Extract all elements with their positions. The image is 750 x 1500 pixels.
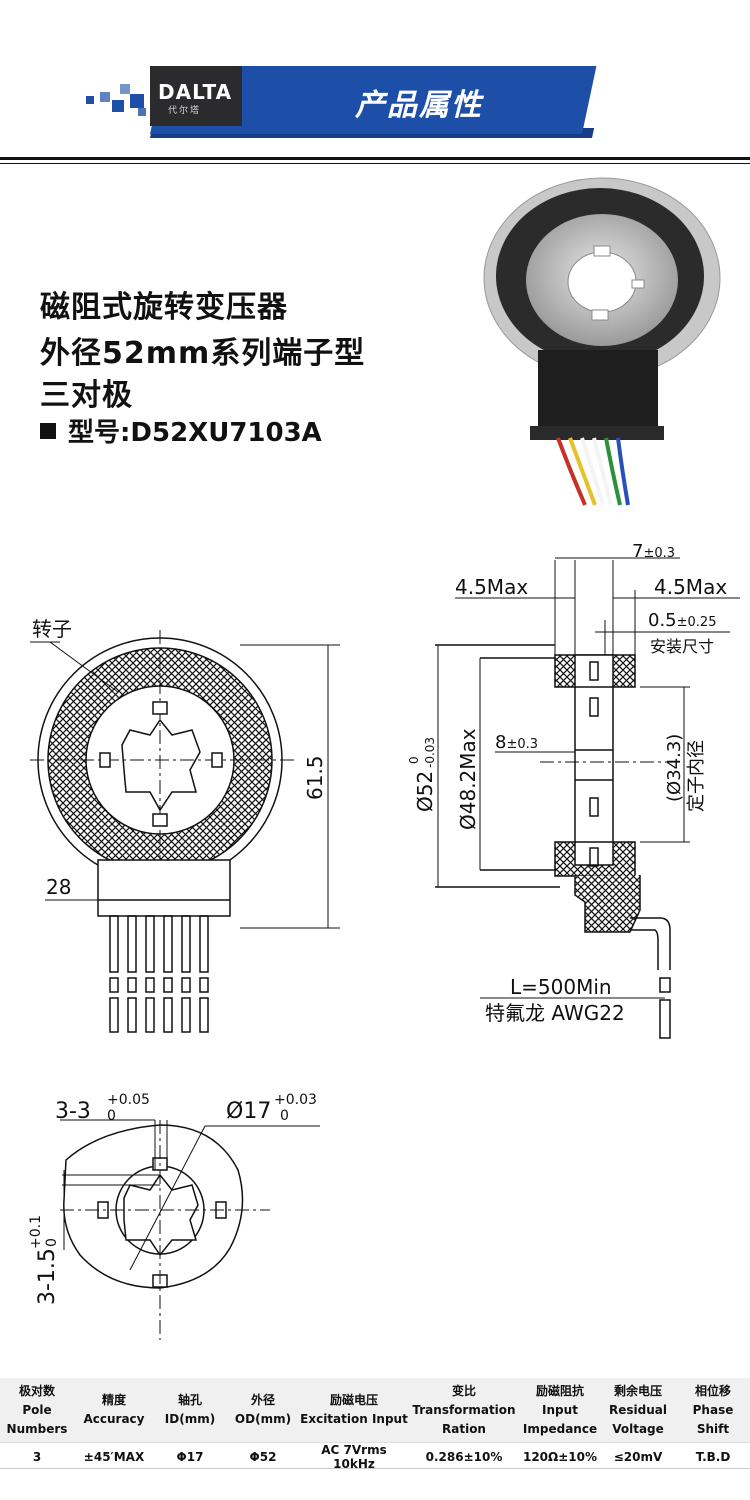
spec-cell-od: Φ52 <box>226 1442 300 1471</box>
header-rule <box>0 157 750 160</box>
logo-box <box>150 66 242 126</box>
bottom-dim-key-tol-top: +0.05 <box>107 1092 150 1108</box>
front-width-dim: 28 <box>46 875 71 899</box>
product-title-line-3: 三对极 <box>40 378 133 413</box>
spec-cell-excitation: AC 7Vrms 10kHz <box>300 1442 408 1471</box>
logo-text: DALTA <box>158 80 233 104</box>
product-title-line-2: 外径52mm系列端子型 <box>40 336 366 371</box>
svg-text:0: 0 <box>44 1238 60 1247</box>
spec-cell-id: Φ17 <box>154 1442 226 1471</box>
spec-cell-pole: 3 <box>0 1442 74 1471</box>
rotor-label: 转子 <box>32 617 72 641</box>
model-bullet <box>40 423 56 439</box>
svg-text:-0.03: -0.03 <box>423 737 437 768</box>
header-rule-thin <box>0 163 750 164</box>
table-bottom-rule <box>0 1468 750 1469</box>
table-row: 3 ±45′MAX Φ17 Φ52 AC 7Vrms 10kHz 0.286±1… <box>0 1442 750 1471</box>
logo-subtext: 代尔塔 <box>168 106 202 116</box>
side-dim-7: 7±0.3 <box>632 541 675 562</box>
side-dim-05: 0.5±0.25 <box>648 610 716 631</box>
side-dim-left: 4.5Max <box>455 575 528 599</box>
logo-deco-square <box>112 100 124 112</box>
terminal-pins <box>109 915 209 1033</box>
spec-cell-phase: T.B.D <box>676 1442 750 1471</box>
logo-deco-square <box>120 84 130 94</box>
bore-hole <box>567 251 637 313</box>
product-title-line-1: 磁阻式旋转变压器 <box>40 290 288 325</box>
bottom-dim-key-tol-bot: 0 <box>107 1108 116 1124</box>
terminal-block <box>538 350 658 436</box>
bottom-dim-bore-tol-top: +0.03 <box>274 1092 317 1108</box>
svg-text:0: 0 <box>407 756 421 764</box>
cable-type: 特氟龙 AWG22 <box>485 1001 625 1025</box>
svg-text:+0.1: +0.1 <box>28 1215 44 1249</box>
logo-deco-square <box>130 94 144 108</box>
spec-cell-residual: ≤20mV <box>600 1442 676 1471</box>
logo-deco-square <box>138 108 146 116</box>
logo-deco-square <box>86 96 94 104</box>
side-dim-8: 8±0.3 <box>495 732 538 753</box>
svg-text:3-1.5: 3-1.5 <box>35 1248 60 1305</box>
front-height-dim: 61.5 <box>303 755 327 800</box>
spec-cell-impedance: 120Ω±10% <box>520 1442 600 1471</box>
side-dim-right: 4.5Max <box>654 575 727 599</box>
svg-text:Ø52: Ø52 <box>413 771 437 812</box>
spec-cell-ratio: 0.286±10% <box>408 1442 520 1471</box>
product-photo <box>483 177 721 506</box>
bottom-dim-slot: 3-1.5 +0.1 0 <box>28 1215 60 1305</box>
lead-wires <box>556 437 630 506</box>
bottom-dim-bore-tol-bot: 0 <box>280 1108 289 1124</box>
install-size-label: 安装尺寸 <box>650 637 714 656</box>
technical-drawing: 转子 61.5 28 <box>28 541 740 1340</box>
bottom-dim-bore: Ø17 <box>226 1099 271 1124</box>
cable-length: L=500Min <box>510 975 612 999</box>
spec-cell-accuracy: ±45′MAX <box>74 1442 154 1471</box>
side-dim-482: Ø48.2Max <box>456 728 480 830</box>
stator-inner-label: 定子内径 <box>686 740 707 812</box>
model-number: 型号:D52XU7103A <box>68 418 322 448</box>
side-dim-343: (Ø34.3) <box>664 734 685 802</box>
section-title: 产品属性 <box>355 88 483 123</box>
bottom-dim-key: 3-3 <box>55 1099 91 1124</box>
side-dim-od: Ø52 0 -0.03 <box>407 737 437 812</box>
logo-deco-square <box>100 92 110 102</box>
